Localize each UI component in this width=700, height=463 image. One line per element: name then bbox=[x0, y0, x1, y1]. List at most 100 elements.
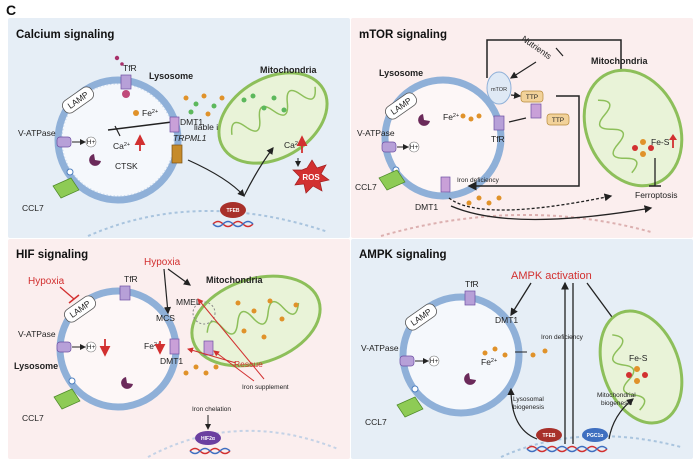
hif-diagram: HIF signaling Hypoxia LAMP TfR Hypoxia M… bbox=[14, 249, 339, 458]
lysosome-membrane bbox=[381, 76, 505, 200]
panel-mtor-signaling: mTOR signaling Lysosome LAMP mTOR Nutrie… bbox=[351, 18, 693, 238]
lysosome-label: Lysosome bbox=[149, 71, 193, 81]
labile-iron-dots bbox=[183, 93, 225, 117]
proton-icon bbox=[408, 141, 420, 153]
cathepsin-icon bbox=[418, 114, 430, 126]
lysosome-label: Lysosome bbox=[14, 361, 58, 371]
svg-text:biogenesis: biogenesis bbox=[601, 400, 633, 407]
ccl7-label: CCL7 bbox=[355, 182, 377, 192]
iron-dot bbox=[133, 110, 139, 116]
ccl7-receptor bbox=[52, 177, 80, 199]
tfr-receptor bbox=[464, 290, 476, 306]
tfeb-factor bbox=[220, 202, 246, 218]
vatpase-pump bbox=[399, 355, 415, 367]
iron-deficiency-label: Iron deficiency bbox=[541, 334, 584, 341]
ccl7-receptor bbox=[378, 169, 406, 191]
ccl7-label: CCL7 bbox=[22, 203, 44, 213]
svg-text:HIF2α: HIF2α bbox=[201, 436, 216, 442]
svg-text:TTP: TTP bbox=[552, 117, 564, 124]
svg-text:TFEB: TFEB bbox=[542, 433, 555, 439]
tfr-label: TfR bbox=[123, 63, 137, 73]
transferrin-icon bbox=[122, 90, 130, 98]
tfr-label: TfR bbox=[491, 134, 505, 144]
svg-text:H+: H+ bbox=[87, 139, 96, 146]
nutrients-label: Nutrients bbox=[520, 33, 554, 61]
svg-text:H+: H+ bbox=[410, 144, 419, 151]
dmt1-transporter bbox=[169, 338, 180, 355]
ferroptosis-label: Ferroptosis bbox=[635, 190, 678, 200]
hif-title: HIF signaling bbox=[16, 249, 88, 261]
proton-icon bbox=[85, 341, 97, 353]
fe-s-cluster-icon bbox=[632, 139, 654, 157]
proton-icon bbox=[428, 355, 440, 367]
ca-label: Ca2+ bbox=[113, 141, 130, 151]
cathepsin-icon bbox=[121, 377, 133, 389]
svg-text:TFEB: TFEB bbox=[226, 208, 239, 214]
mitochondria-label: Mitochondria bbox=[260, 65, 317, 75]
mtor-title: mTOR signaling bbox=[359, 29, 447, 41]
cathepsin-icon bbox=[89, 154, 101, 166]
fes-label: Fe-S bbox=[629, 353, 648, 363]
lysosome-label: Lysosome bbox=[379, 68, 423, 78]
iron-chelation-label: Iron chelation bbox=[192, 406, 231, 413]
fe-label: Fe2+ bbox=[443, 112, 459, 122]
mtor-complex bbox=[486, 71, 512, 105]
pgc1a-factor bbox=[582, 428, 608, 442]
tfr-label: TfR bbox=[124, 274, 138, 284]
svg-text:H+: H+ bbox=[87, 344, 96, 351]
lysosome-membrane bbox=[399, 293, 523, 417]
tfeb-factor bbox=[536, 428, 562, 442]
dmt1-label: DMT1 bbox=[495, 315, 518, 325]
dmt1-label: DMT1 bbox=[415, 202, 438, 212]
fe-label: Fe2+ bbox=[142, 108, 158, 118]
tfr-receptor bbox=[493, 115, 505, 131]
proton-icon bbox=[85, 136, 97, 148]
ccl7-label: CCL7 bbox=[22, 413, 44, 423]
trpml1-label: TRPML1 bbox=[173, 133, 207, 143]
hypoxia-top-label: Hypoxia bbox=[144, 257, 181, 268]
lysosomal-biogenesis-label: Lysosomal bbox=[513, 396, 544, 403]
figure-panel-label: C bbox=[6, 2, 17, 18]
contact-site-icon bbox=[192, 301, 216, 325]
fes-label: Fe-S bbox=[651, 137, 670, 147]
ampk-diagram: AMPK signaling AMPK activation LAMP TfR … bbox=[359, 249, 684, 458]
vatpase-pump bbox=[56, 136, 72, 148]
nucleus-envelope bbox=[87, 210, 329, 237]
mitochondrion bbox=[582, 68, 684, 188]
rescue-label: Rescue bbox=[234, 359, 263, 369]
mcs-label: MCS bbox=[156, 313, 175, 323]
vatpase-label: V-ATPase bbox=[18, 128, 56, 138]
iron-supplement-label: Iron supplement bbox=[242, 384, 289, 391]
mitochondrion bbox=[190, 274, 322, 368]
mtor-diagram: mTOR signaling Lysosome LAMP mTOR Nutrie… bbox=[355, 29, 684, 237]
panel-calcium-signaling: Calcium signaling Lysosome LAMP TfR Fe2+… bbox=[8, 18, 350, 238]
tfr-label: TfR bbox=[465, 279, 479, 289]
svg-text:TTP: TTP bbox=[526, 94, 538, 101]
svg-text:mTOR: mTOR bbox=[491, 87, 507, 93]
svg-text:PGC1α: PGC1α bbox=[587, 433, 605, 439]
ccl7-label: CCL7 bbox=[365, 417, 387, 427]
mitochondrion bbox=[598, 309, 684, 425]
vatpase-label: V-ATPase bbox=[361, 343, 399, 353]
panel-hif-signaling: HIF signaling Hypoxia LAMP TfR Hypoxia M… bbox=[8, 239, 350, 459]
red-up-arrow-icon bbox=[669, 134, 677, 140]
cathepsin-icon bbox=[464, 373, 476, 385]
svg-text:H+: H+ bbox=[430, 358, 439, 365]
vatpase-label: V-ATPase bbox=[357, 128, 395, 138]
dmt1-label: DMT1 bbox=[180, 117, 203, 127]
ccl7-receptor bbox=[396, 396, 424, 418]
vatpase-pump bbox=[56, 341, 72, 353]
hif2a-factor bbox=[195, 431, 221, 445]
vatpase-label: V-ATPase bbox=[18, 329, 56, 339]
mitochondrial-biogenesis-label: Mitochondrial bbox=[597, 392, 636, 399]
ampk-title: AMPK signaling bbox=[359, 249, 447, 261]
mitochondria-label: Mitochondria bbox=[591, 56, 648, 66]
ros-burst-icon bbox=[292, 159, 330, 194]
iron-deficiency-label: Iron deficiency bbox=[457, 177, 500, 184]
panel-ampk-signaling: AMPK signaling AMPK activation LAMP TfR … bbox=[351, 239, 693, 459]
ttp-protein-2 bbox=[546, 113, 570, 126]
calcium-channel-line bbox=[107, 121, 173, 131]
dmt1-transporter bbox=[440, 176, 451, 193]
ctsk-label: CTSK bbox=[115, 161, 138, 171]
hypoxia-left-label: Hypoxia bbox=[28, 276, 65, 287]
